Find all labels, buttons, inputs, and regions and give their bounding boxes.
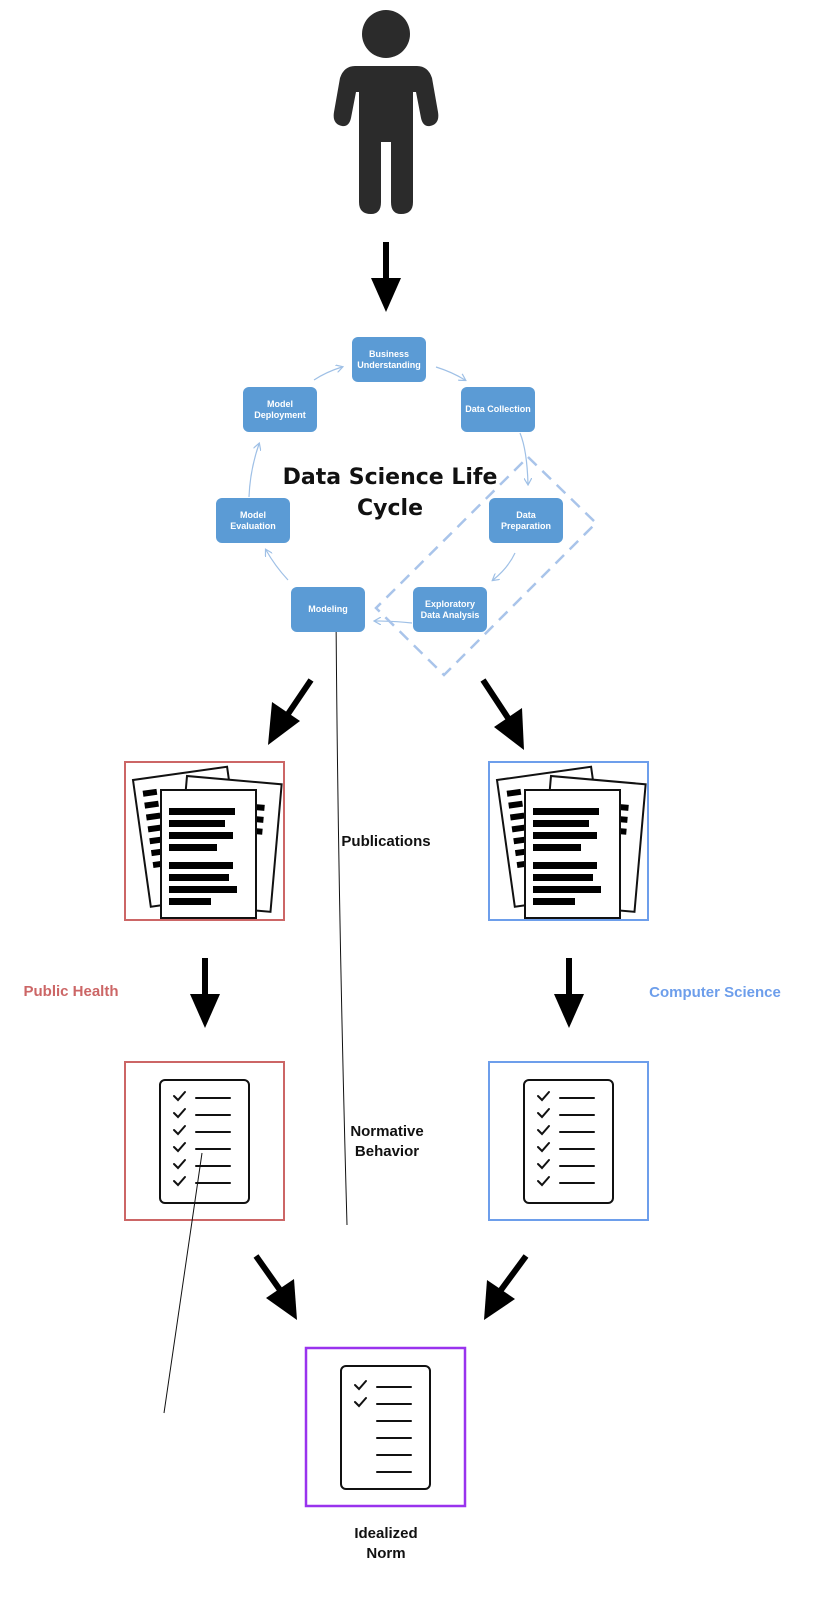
public-health-normative-behavior-box <box>124 1061 285 1221</box>
person-icon <box>333 10 439 214</box>
publications-label: Publications <box>341 833 431 850</box>
public-health-publications-box <box>124 761 285 921</box>
documents-icon <box>132 765 283 919</box>
arrow-public-health-docs-to-checklist <box>190 958 220 1028</box>
node-modeling: Modeling <box>291 587 365 632</box>
node-model-evaluation: Model Evaluation <box>216 498 290 543</box>
cycle-title: Data Science Life Cycle <box>282 465 498 521</box>
idealized-norm-box <box>304 1346 467 1508</box>
arrow-cycle-to-computer-science-docs <box>480 678 524 750</box>
arrow-computer-science-to-idealized <box>484 1254 529 1320</box>
node-exploratory-data-analysis: Exploratory Data Analysis <box>413 587 487 632</box>
normative-behavior-label: Normative Behavior <box>350 1123 424 1160</box>
divider-line <box>335 611 348 1226</box>
arrow-computer-science-docs-to-checklist <box>554 958 584 1028</box>
checklist-icon <box>523 1079 614 1204</box>
computer-science-normative-behavior-box <box>488 1061 649 1221</box>
public-health-label: Public Health <box>23 983 119 1000</box>
arrow-person-to-cycle <box>371 242 401 312</box>
node-business-understanding: Business Understanding <box>352 337 426 382</box>
computer-science-label: Computer Science <box>649 984 781 1001</box>
dashed-highlight-region <box>374 455 598 677</box>
documents-icon <box>496 765 647 919</box>
node-data-preparation: Data Preparation <box>489 498 563 543</box>
node-model-deployment: Model Deployment <box>243 387 317 432</box>
checklist-icon <box>340 1365 431 1490</box>
idealized-norm-label: Idealized Norm <box>354 1525 418 1562</box>
arrow-cycle-to-public-health-docs <box>268 678 314 745</box>
cycle-connectors <box>248 367 528 623</box>
computer-science-publications-box <box>488 761 649 921</box>
checklist-icon <box>159 1079 250 1204</box>
stray-line <box>163 1152 203 1414</box>
arrow-public-health-to-idealized <box>253 1254 297 1320</box>
node-data-collection: Data Collection <box>461 387 535 432</box>
